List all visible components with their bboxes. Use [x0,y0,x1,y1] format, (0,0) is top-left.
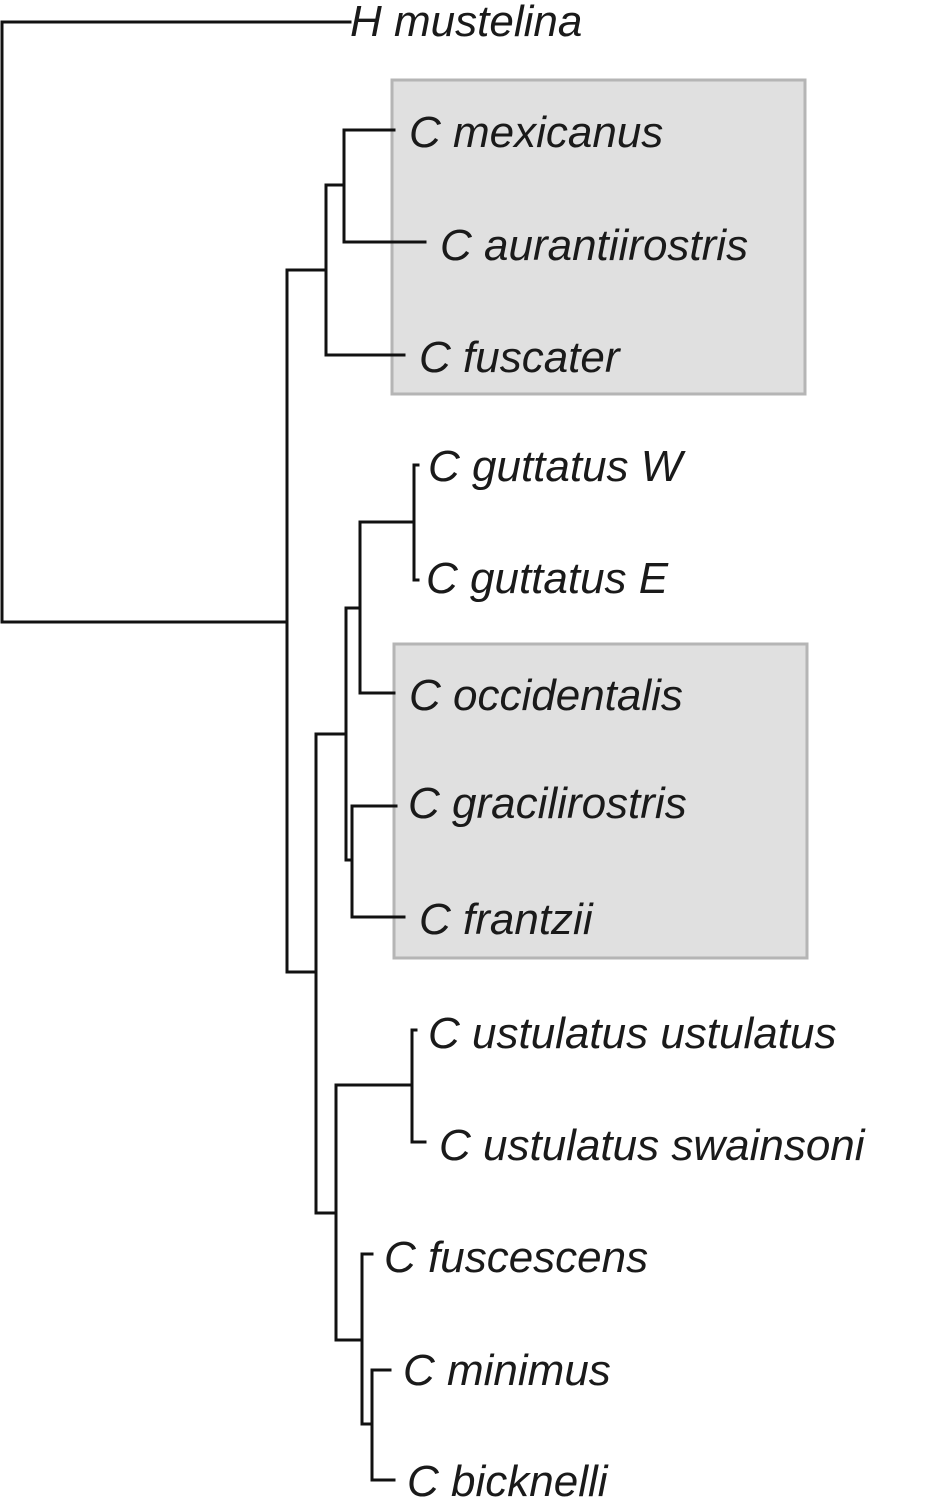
taxon-label: C ustulatus swainsoni [439,1121,866,1170]
taxon-label: C aurantiirostris [440,221,748,270]
taxon-label: C fuscescens [384,1233,648,1282]
taxon-label: C guttatus W [428,442,686,491]
taxon-label: H mustelina [350,0,582,46]
highlight-box-upper-clade [390,78,807,396]
highlight-box-middle-clade [392,642,809,960]
taxon-label: C minimus [403,1346,611,1395]
taxon-label: C bicknelli [407,1457,609,1500]
branch-ingroup-node [285,268,328,974]
branch-upper-clade [324,128,427,357]
branch-fuscescens-clade [360,1252,396,1482]
branch-root [0,20,352,624]
taxon-label: C frantzii [419,895,594,944]
taxon-label: C occidentalis [409,671,683,720]
taxon-label: C fuscater [419,333,622,382]
taxon-label: C gracilirostris [408,779,687,828]
branch-lower-node [314,732,348,1215]
branch-ustulatus-clade [334,1028,427,1342]
taxon-label: C ustulatus ustulatus [428,1009,836,1058]
taxon-labels: H mustelina C mexicanus C aurantiirostri… [350,0,866,1500]
tree-branches [0,20,427,1482]
taxon-label: C mexicanus [409,108,663,157]
taxon-label: C guttatus E [426,554,669,603]
branch-middle-clade [344,463,420,919]
